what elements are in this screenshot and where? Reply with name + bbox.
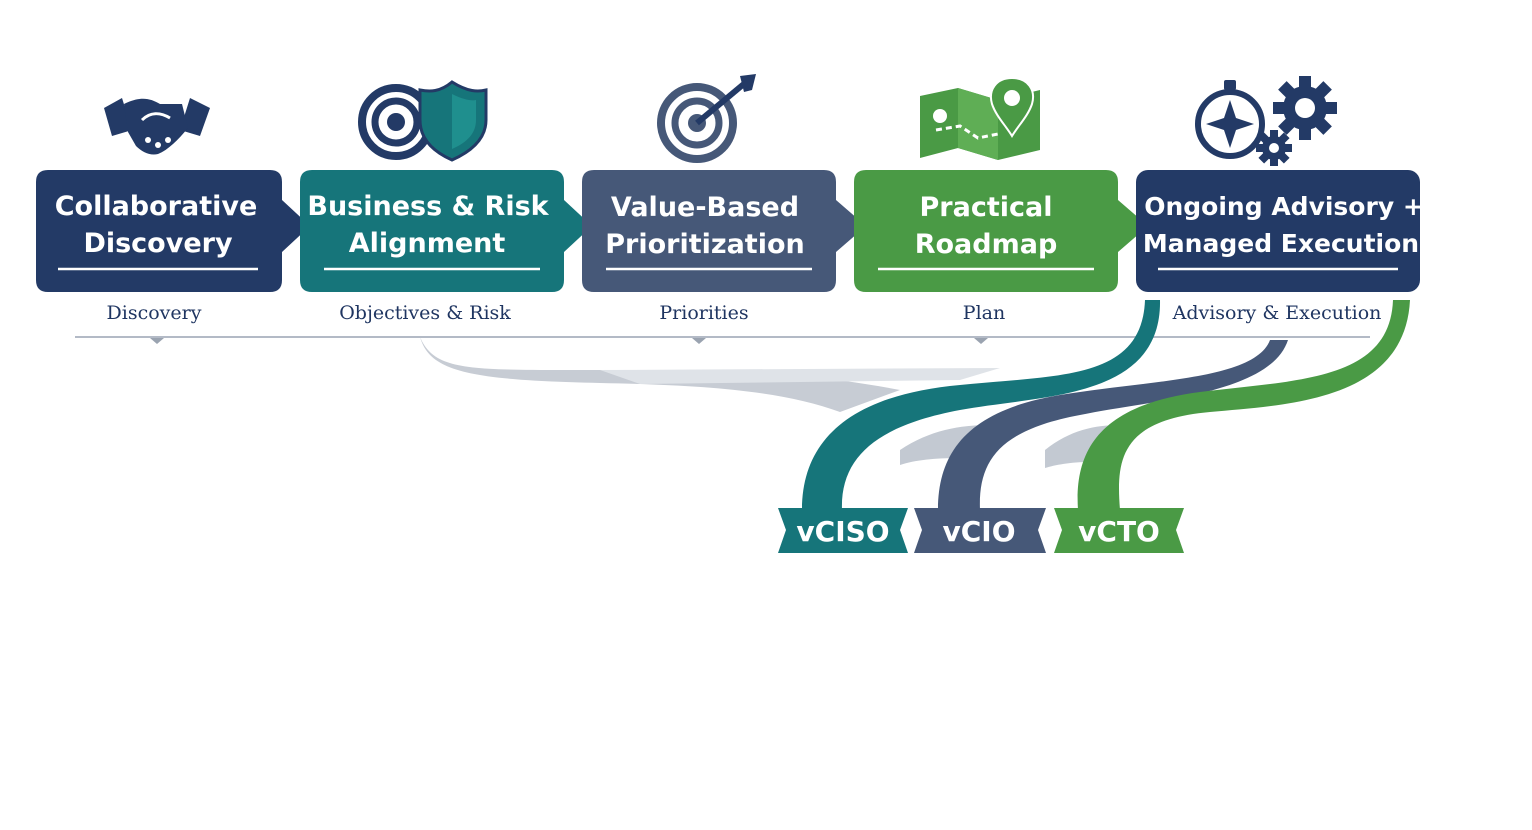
handshake-icon (104, 98, 210, 155)
step-4: Practical Roadmap Plan (854, 170, 1148, 324)
step-4-title-line-2: Roadmap (915, 229, 1058, 260)
step-4-sub-label: Plan (963, 302, 1005, 324)
step-1: Collaborative Discovery Discovery (36, 170, 310, 324)
step-3: Value-Based Prioritization Priorities (582, 170, 866, 324)
map-pin-icon (920, 76, 1040, 160)
target-arrow-icon (657, 74, 756, 163)
role-badge-vcto: vCTO (1054, 508, 1184, 553)
step-3-title-line-2: Prioritization (605, 229, 805, 260)
step-2-title-line-1: Business & Risk (307, 191, 549, 222)
step-3-title-line-1: Value-Based (611, 192, 799, 223)
target-shield-icon (358, 80, 488, 162)
role-label-vcio: vCIO (942, 515, 1015, 548)
compass-gears-icon (1195, 76, 1337, 166)
step-1-sub-label: Discovery (107, 302, 202, 324)
step-2-sub-label: Objectives & Risk (339, 302, 511, 324)
step-1-title-line-1: Collaborative (55, 191, 258, 222)
connector-ribbons-gray (420, 337, 1120, 468)
step-2: Business & Risk Alignment Objectives & R… (300, 170, 592, 324)
step-5-sub-label: Advisory & Execution (1172, 302, 1382, 324)
step-5-title-line-1: Ongoing Advisory + (1144, 192, 1424, 221)
step-5-title-line-2: Managed Execution (1143, 229, 1419, 258)
step-5: Ongoing Advisory + Managed Execution Adv… (1136, 170, 1424, 324)
step-1-title-line-2: Discovery (83, 228, 233, 259)
step-2-title-line-2: Alignment (349, 228, 506, 259)
role-badge-vciso: vCISO (778, 508, 908, 553)
role-label-vcto: vCTO (1078, 515, 1160, 548)
timeline-divider (75, 336, 1370, 344)
role-badge-vcio: vCIO (914, 508, 1046, 553)
role-label-vciso: vCISO (796, 515, 889, 548)
connector-ribbons-roles (802, 300, 1410, 510)
step-3-sub-label: Priorities (659, 302, 748, 324)
step-4-title-line-1: Practical (920, 192, 1053, 223)
